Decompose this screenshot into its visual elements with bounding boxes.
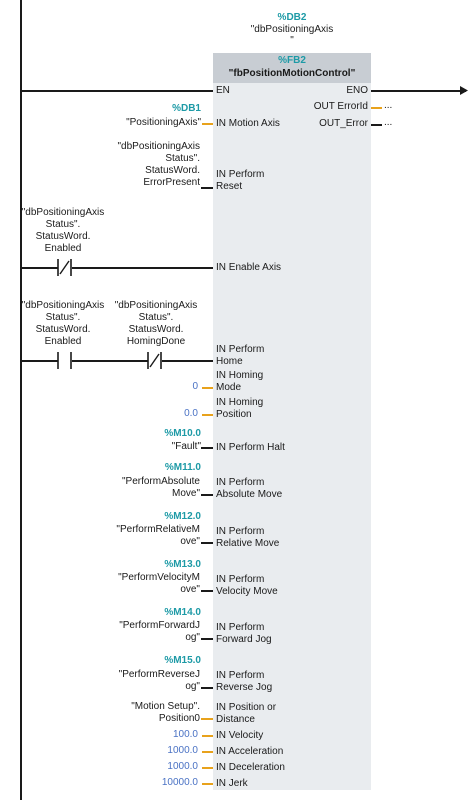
out-error-value[interactable]: ... bbox=[384, 117, 393, 128]
absolute-move-wire bbox=[201, 494, 213, 496]
instance-db-name[interactable]: "dbPositioningAxis bbox=[250, 24, 334, 35]
velocity-move-tag[interactable]: "PerformVelocityM ove" bbox=[118, 572, 200, 595]
function-block-box[interactable] bbox=[213, 53, 371, 790]
motion-axis-wire bbox=[202, 123, 213, 125]
reverse-jog-address: %M15.0 bbox=[164, 655, 201, 666]
homing-position-wire bbox=[202, 414, 213, 416]
home-wire-c bbox=[162, 360, 213, 362]
motion-axis-address: %DB1 bbox=[172, 103, 201, 114]
jerk-value[interactable]: 10000.0 bbox=[161, 777, 198, 788]
relative-move-wire bbox=[201, 542, 213, 544]
homing-mode-pin[interactable]: IN Homing Mode bbox=[216, 370, 264, 393]
motion-axis-pin[interactable]: IN Motion Axis bbox=[216, 118, 280, 129]
homing-position-value[interactable]: 0.0 bbox=[184, 408, 198, 419]
forward-jog-pin[interactable]: IN Perform Forward Jog bbox=[216, 622, 272, 645]
jerk-pin[interactable]: IN Jerk bbox=[216, 778, 248, 789]
perform-reset-tag[interactable]: "dbPositioningAxis Status". StatusWord. … bbox=[117, 141, 201, 188]
block-name: "fbPositionMotionControl" bbox=[228, 68, 356, 79]
home-contact1-tag[interactable]: "dbPositioningAxis Status". StatusWord. … bbox=[21, 300, 105, 347]
perform-reset-wire bbox=[201, 187, 213, 189]
en-wire bbox=[20, 90, 213, 92]
reverse-jog-tag[interactable]: "PerformReverseJ og" bbox=[118, 669, 200, 692]
perform-halt-pin[interactable]: IN Perform Halt bbox=[216, 442, 285, 453]
relative-move-address: %M12.0 bbox=[164, 511, 201, 522]
halt-wire bbox=[201, 447, 213, 449]
en-pin[interactable]: EN bbox=[216, 85, 230, 96]
halt-tag[interactable]: "Fault" bbox=[171, 441, 201, 452]
homing-mode-wire bbox=[202, 387, 213, 389]
position-distance-wire bbox=[201, 718, 213, 720]
enable-wire-left bbox=[20, 267, 58, 269]
position-distance-tag[interactable]: "Motion Setup". Position0 bbox=[131, 701, 200, 724]
relative-move-tag[interactable]: "PerformRelativeM ove" bbox=[116, 524, 200, 547]
eno-wire bbox=[371, 90, 466, 92]
forward-jog-address: %M14.0 bbox=[164, 607, 201, 618]
velocity-move-pin[interactable]: IN Perform Velocity Move bbox=[216, 574, 278, 597]
enable-contact-tag[interactable]: "dbPositioningAxis Status". StatusWord. … bbox=[21, 207, 105, 254]
absolute-move-pin[interactable]: IN Perform Absolute Move bbox=[216, 477, 283, 500]
homing-mode-value[interactable]: 0 bbox=[192, 381, 198, 392]
eno-arrow-icon bbox=[460, 86, 468, 95]
enable-axis-pin[interactable]: IN Enable Axis bbox=[216, 262, 282, 273]
deceleration-wire bbox=[202, 767, 213, 769]
out-error-wire bbox=[371, 124, 382, 126]
absolute-move-address: %M11.0 bbox=[164, 462, 201, 473]
relative-move-pin[interactable]: IN Perform Relative Move bbox=[216, 526, 280, 549]
perform-reset-pin[interactable]: IN Perform Reset bbox=[216, 169, 265, 192]
out-errorid-wire bbox=[371, 107, 382, 109]
out-error-pin[interactable]: OUT_Error bbox=[319, 118, 368, 129]
no-contact-icon[interactable] bbox=[57, 352, 73, 370]
acceleration-wire bbox=[202, 751, 213, 753]
eno-pin[interactable]: ENO bbox=[346, 85, 368, 96]
function-block-header[interactable] bbox=[213, 53, 371, 83]
block-address: %FB2 bbox=[278, 55, 306, 66]
halt-address: %M10.0 bbox=[164, 428, 201, 439]
forward-jog-wire bbox=[201, 638, 213, 640]
out-errorid-value[interactable]: ... bbox=[384, 100, 393, 111]
position-distance-pin[interactable]: IN Position or Distance bbox=[216, 702, 277, 725]
out-errorid-pin[interactable]: OUT ErrorId bbox=[313, 101, 368, 112]
reverse-jog-pin[interactable]: IN Perform Reverse Jog bbox=[216, 670, 273, 693]
homing-position-pin[interactable]: IN Homing Position bbox=[216, 397, 264, 420]
velocity-value[interactable]: 100.0 bbox=[172, 729, 198, 740]
deceleration-value[interactable]: 1000.0 bbox=[167, 761, 198, 772]
enable-wire-right bbox=[72, 267, 213, 269]
nc-contact-homing-icon[interactable] bbox=[147, 352, 163, 370]
velocity-pin[interactable]: IN Velocity bbox=[216, 730, 264, 741]
home-wire-a bbox=[20, 360, 58, 362]
instance-db-name-cont: " bbox=[290, 35, 294, 46]
home-wire-b bbox=[72, 360, 148, 362]
acceleration-value[interactable]: 1000.0 bbox=[167, 745, 198, 756]
absolute-move-tag[interactable]: "PerformAbsolute Move" bbox=[121, 476, 200, 499]
instance-db-address[interactable]: %DB2 bbox=[277, 12, 307, 23]
forward-jog-tag[interactable]: "PerformForwardJ og" bbox=[119, 620, 200, 643]
nc-contact-icon[interactable] bbox=[57, 259, 73, 277]
acceleration-pin[interactable]: IN Acceleration bbox=[216, 746, 284, 757]
velocity-move-wire bbox=[201, 590, 213, 592]
velocity-move-address: %M13.0 bbox=[164, 559, 201, 570]
motion-axis-tag[interactable]: "PositioningAxis" bbox=[126, 117, 201, 128]
perform-home-pin[interactable]: IN Perform Home bbox=[216, 344, 265, 367]
power-rail bbox=[20, 0, 22, 800]
velocity-wire bbox=[202, 735, 213, 737]
reverse-jog-wire bbox=[201, 687, 213, 689]
home-contact2-tag[interactable]: "dbPositioningAxis Status". StatusWord. … bbox=[114, 300, 198, 347]
deceleration-pin[interactable]: IN Deceleration bbox=[216, 762, 285, 773]
jerk-wire bbox=[202, 783, 213, 785]
